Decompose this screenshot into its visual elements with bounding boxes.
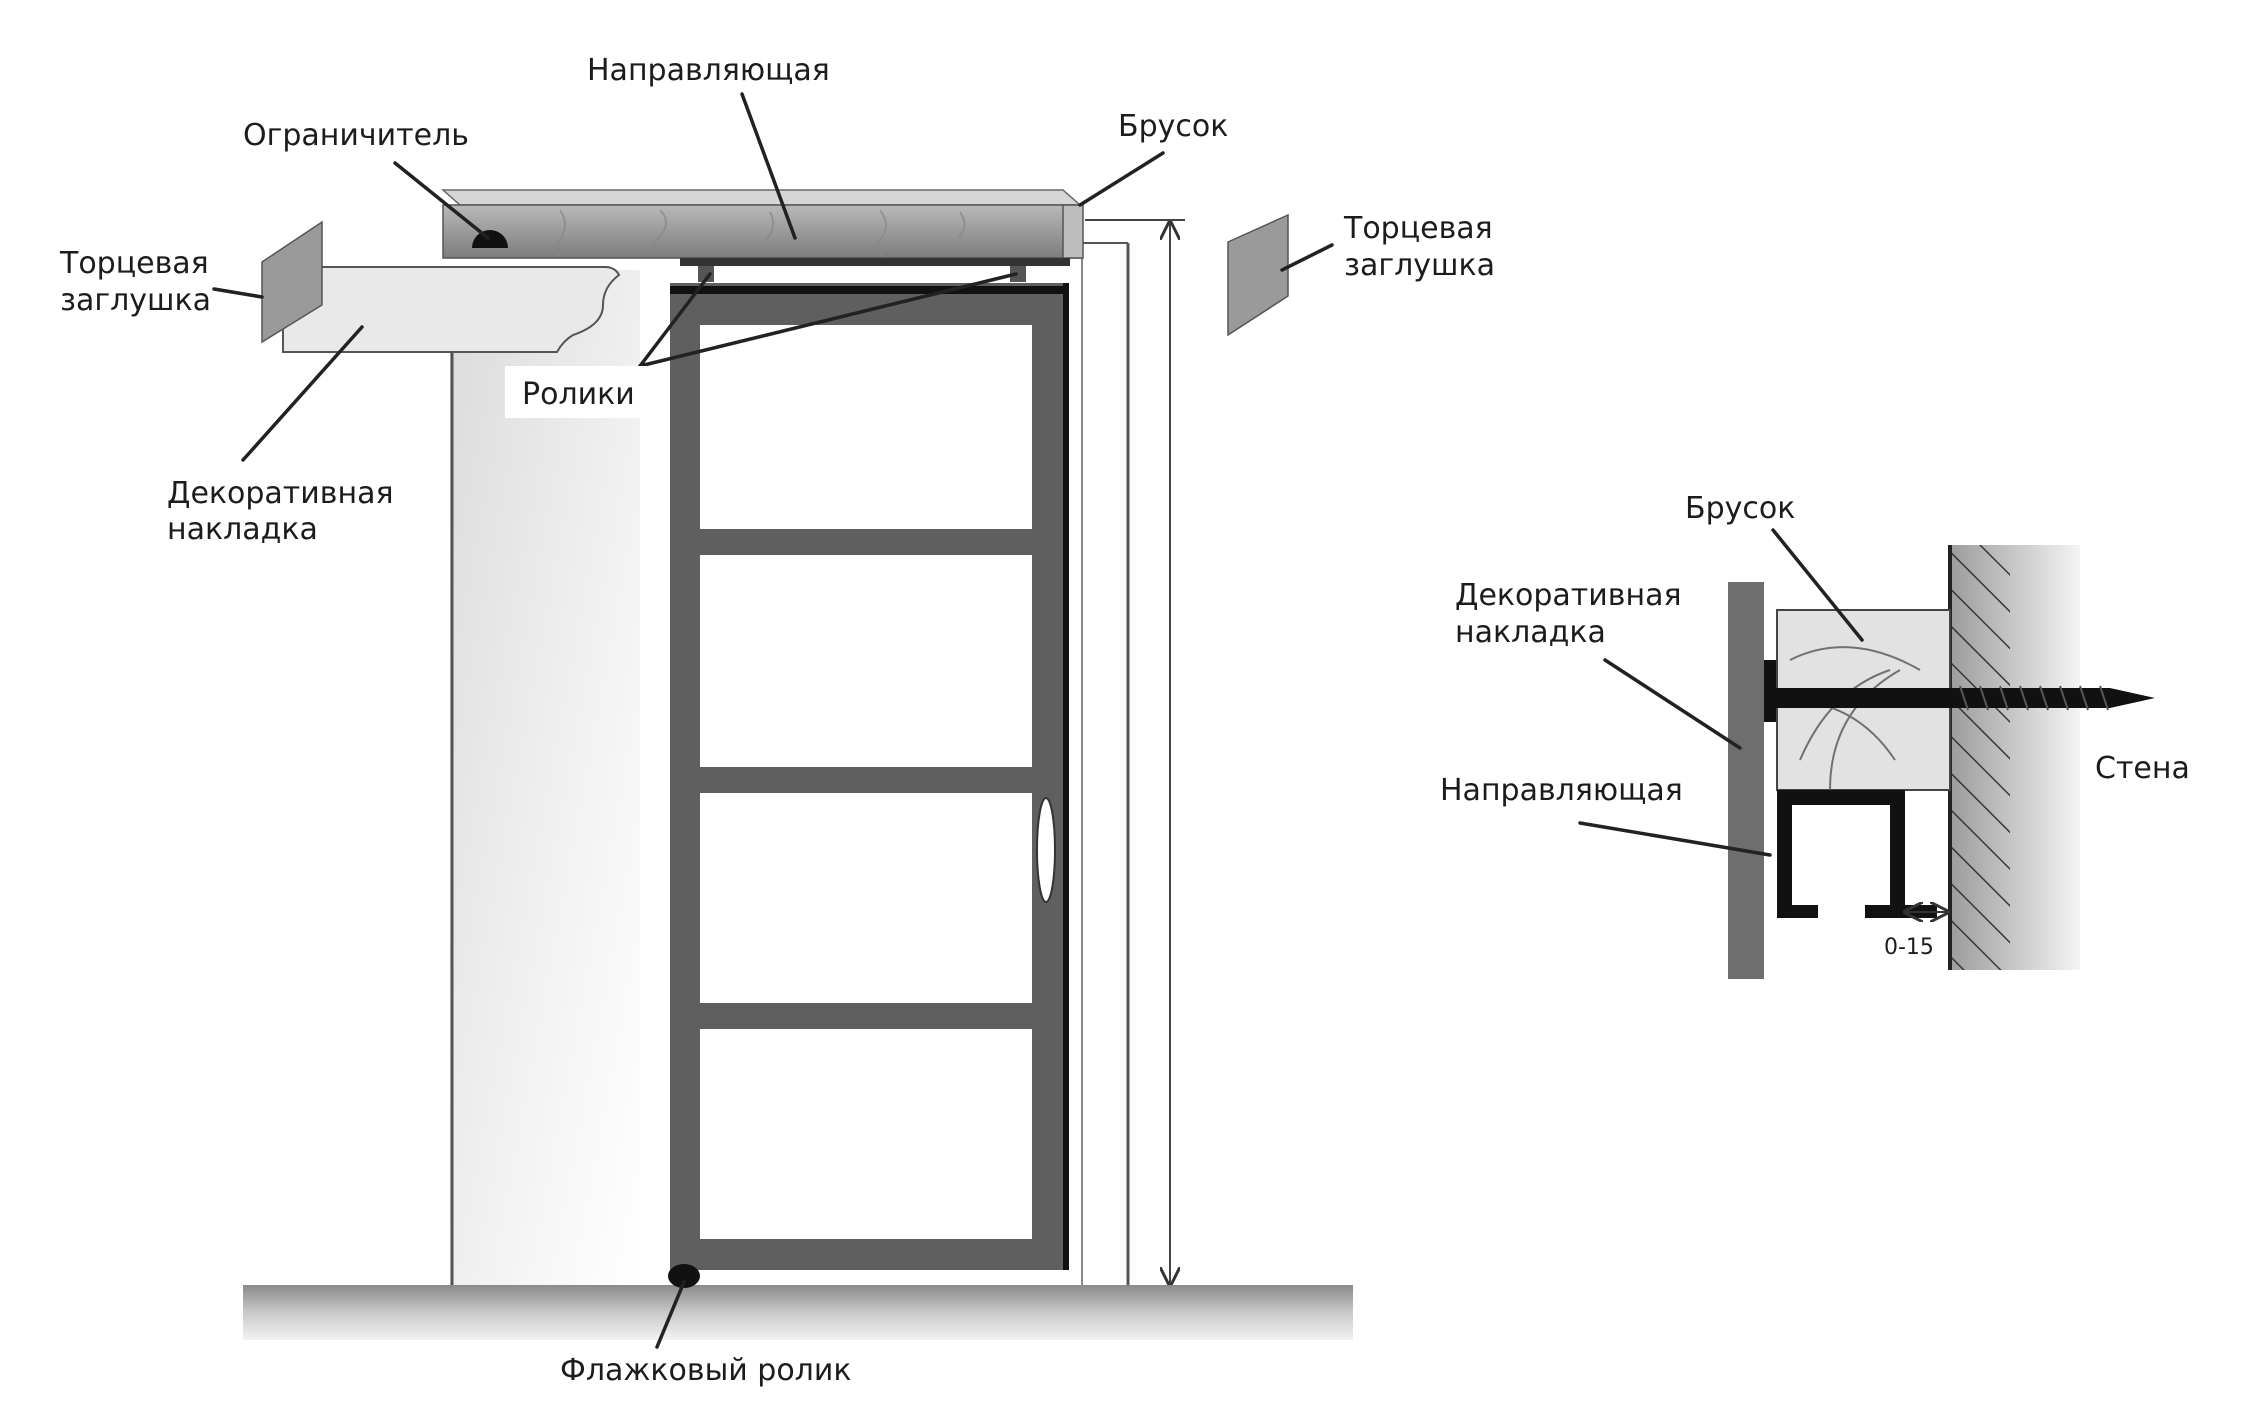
section-label-guide-rail: Направляющая bbox=[1440, 773, 1683, 808]
beam-wood-grain bbox=[554, 209, 966, 257]
wall-shadow bbox=[450, 270, 640, 1285]
roller-left bbox=[698, 266, 714, 282]
beam-top bbox=[441, 189, 1082, 206]
label-end-cap-right-1: Торцевая bbox=[1343, 211, 1493, 246]
label-guide-rail: Направляющая bbox=[587, 53, 830, 88]
label-flag-roller: Флажковый ролик bbox=[560, 1353, 851, 1388]
section-screw-thread bbox=[1959, 685, 2109, 711]
label-end-cap-left-1: Торцевая bbox=[59, 246, 209, 281]
leader-beam bbox=[1078, 151, 1165, 207]
section-label-beam: Брусок bbox=[1685, 491, 1795, 526]
section-label-decorative-cover-2: накладка bbox=[1455, 615, 1606, 650]
door-panel-2 bbox=[700, 555, 1032, 767]
guide-rail bbox=[680, 258, 1070, 266]
section-label-wall: Стена bbox=[2095, 751, 2190, 786]
door-panel-4 bbox=[700, 1029, 1032, 1239]
section-label-gap: 0-15 bbox=[1884, 935, 1934, 960]
leader-rollers-left bbox=[638, 272, 712, 368]
door-panel-1 bbox=[700, 325, 1032, 529]
leader-flag-roller bbox=[655, 1280, 686, 1349]
label-stopper: Ограничитель bbox=[243, 118, 469, 153]
leader-end-cap-right bbox=[1280, 243, 1334, 272]
section-leader-guide-rail bbox=[1578, 821, 1772, 857]
label-end-cap-right-2: заглушка bbox=[1344, 248, 1495, 283]
leader-end-cap-left bbox=[212, 287, 264, 299]
decorative-cover bbox=[282, 266, 621, 353]
label-decorative-cover-1: Декоративная bbox=[167, 476, 394, 511]
section-decorative-cover bbox=[1728, 582, 1764, 979]
floor bbox=[243, 1285, 1353, 1340]
section-leader-beam bbox=[1771, 528, 1864, 642]
leader-stopper bbox=[393, 161, 490, 240]
leader-decorative-cover bbox=[241, 325, 364, 462]
beam-end-face bbox=[1062, 204, 1084, 259]
section-guide-rail bbox=[1777, 790, 1937, 918]
section-wall-hatch bbox=[1950, 545, 2010, 970]
label-rollers-box bbox=[505, 366, 655, 418]
section-screw bbox=[1776, 688, 2155, 708]
label-end-cap-left-2: заглушка bbox=[60, 283, 211, 318]
end-cap-right bbox=[1227, 213, 1289, 337]
section-leader-decorative-cover bbox=[1603, 658, 1742, 750]
end-cap-left bbox=[261, 220, 323, 344]
label-decorative-cover-2: накладка bbox=[167, 512, 318, 547]
leader-rollers-right bbox=[638, 272, 1018, 368]
label-rollers: Ролики bbox=[522, 377, 635, 412]
flag-roller bbox=[668, 1264, 700, 1288]
label-beam: Брусок bbox=[1118, 109, 1228, 144]
door-illustration: Направляющая Ограничитель Брусок Торцева… bbox=[59, 53, 1495, 1388]
leader-guide-rail bbox=[740, 92, 797, 240]
beam bbox=[442, 204, 1081, 259]
door-handle bbox=[1036, 797, 1056, 903]
section-screw-head bbox=[1764, 660, 1776, 722]
cross-section: Брусок Декоративная накладка Направляюща… bbox=[1440, 491, 2190, 979]
section-label-decorative-cover-1: Декоративная bbox=[1455, 578, 1682, 613]
roller-right bbox=[1010, 266, 1026, 282]
door-panel-3 bbox=[700, 793, 1032, 1003]
